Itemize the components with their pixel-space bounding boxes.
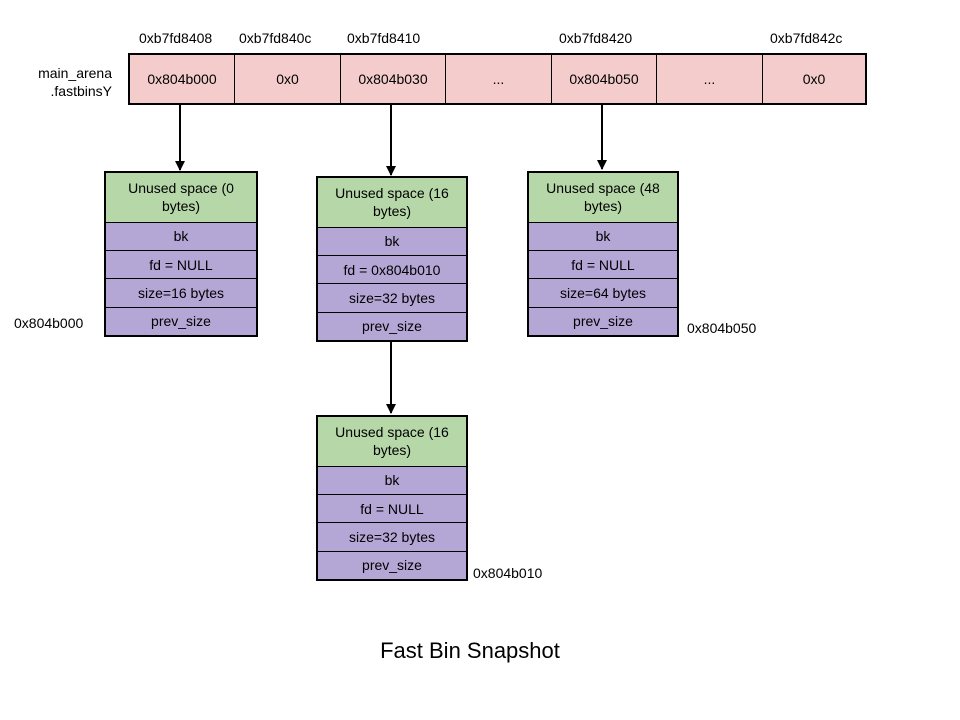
arena-address: 0xb7fd8410: [347, 30, 421, 46]
fd-field: fd = NULL: [318, 494, 466, 523]
bk-field: bk: [318, 226, 466, 256]
size-field: size=16 bytes: [106, 278, 256, 307]
fastbin-cell: ...: [657, 55, 763, 103]
bk-field: bk: [529, 221, 677, 251]
diagram-title: Fast Bin Snapshot: [380, 638, 560, 663]
size-field: size=32 bytes: [318, 522, 466, 551]
chunk-address: 0x804b050: [687, 320, 757, 336]
chunk-32-next: Unused space (16 bytes) bk fd = NULL siz…: [316, 415, 468, 581]
fastbin-cell: 0x0: [235, 55, 341, 103]
size-field: size=64 bytes: [529, 278, 677, 307]
fastbin-cell: ...: [446, 55, 552, 103]
prev-size-field: prev_size: [318, 550, 466, 580]
unused-space: Unused space (16 bytes): [318, 178, 466, 227]
prev-size-field: prev_size: [529, 306, 677, 336]
fd-field: fd = 0x804b010: [318, 255, 466, 284]
size-field: size=32 bytes: [318, 283, 466, 312]
prev-size-field: prev_size: [106, 306, 256, 336]
fastbin-cell: 0x804b000: [130, 55, 235, 103]
arena-label-line1: main_arena: [38, 65, 112, 81]
prev-size-field: prev_size: [318, 311, 466, 341]
arena-address: 0xb7fd842c: [770, 30, 843, 46]
arena-address: 0xb7fd8408: [139, 30, 213, 46]
fastbin-cell: 0x804b050: [552, 55, 657, 103]
unused-space: Unused space (16 bytes): [318, 417, 466, 466]
fastbin-cell: 0x0: [763, 55, 865, 103]
bk-field: bk: [318, 465, 466, 495]
chunk-address: 0x804b010: [473, 565, 543, 581]
unused-space: Unused space (0 bytes): [106, 173, 256, 222]
fastbin-cell: 0x804b030: [341, 55, 446, 103]
fd-field: fd = NULL: [106, 250, 256, 279]
fastbins-array: 0x804b000 0x0 0x804b030 ... 0x804b050 ..…: [128, 53, 867, 105]
bk-field: bk: [106, 221, 256, 251]
chunk-64: Unused space (48 bytes) bk fd = NULL siz…: [527, 171, 679, 337]
chunk-address: 0x804b000: [14, 315, 84, 331]
unused-space: Unused space (48 bytes): [529, 173, 677, 222]
arena-label: main_arena .fastbinsY: [20, 64, 112, 100]
arena-address: 0xb7fd840c: [239, 30, 312, 46]
chunk-16: Unused space (0 bytes) bk fd = NULL size…: [104, 171, 258, 337]
arena-address: 0xb7fd8420: [559, 30, 633, 46]
fd-field: fd = NULL: [529, 250, 677, 279]
arena-label-line2: .fastbinsY: [50, 83, 112, 99]
chunk-32-head: Unused space (16 bytes) bk fd = 0x804b01…: [316, 176, 468, 342]
